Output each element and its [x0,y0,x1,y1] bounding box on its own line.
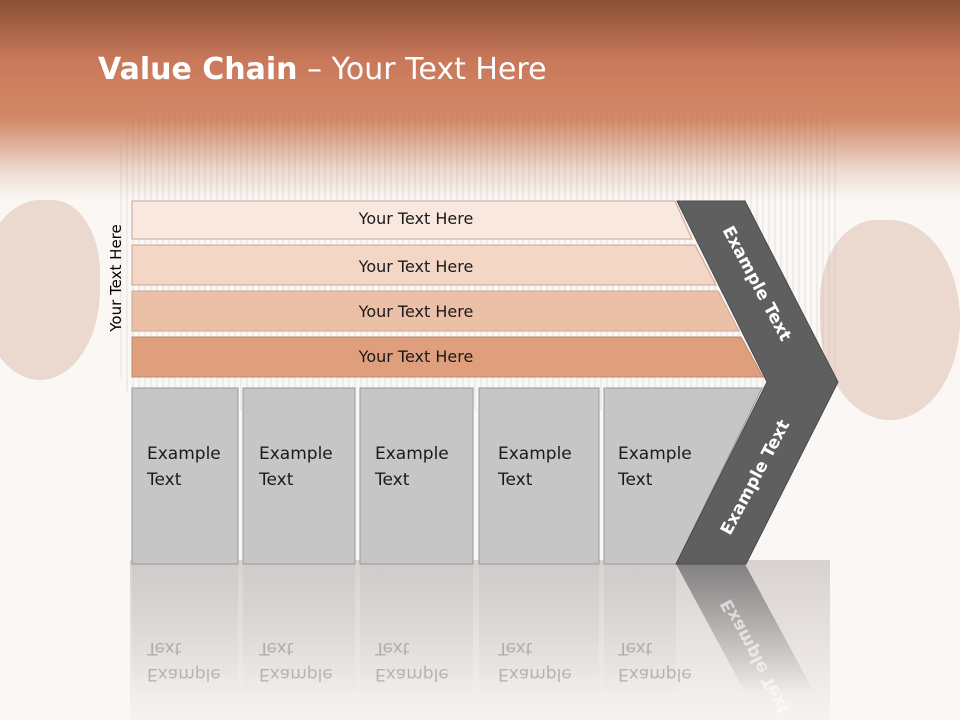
chevron-reflection [676,564,815,694]
support-bar-label-3: Your Text Here [358,302,474,321]
background-hand-left [0,200,100,380]
background-hand-right [820,220,960,420]
primary-box-1 [131,387,239,565]
primary-box-3 [359,387,474,565]
reflection-text: Example [618,664,692,684]
reflection-text: Example [498,664,572,684]
reflection-text: Text [497,638,533,658]
support-bar-label-1: Your Text Here [358,209,474,228]
support-bar-2 [131,244,717,286]
primary-box-1-line1: Example [147,444,221,464]
reflection-text: Text [258,638,294,658]
reflection-text: Example [147,664,221,684]
reflection-text: Example [375,664,449,684]
box-reflection [132,564,238,694]
box-reflection [243,564,355,694]
primary-box-4-line2: Text [497,470,533,490]
reflection-group: Example Text Example Text Example Text E… [132,564,815,717]
support-activities: Your Text Here Your Text Here Your Text … [131,200,764,378]
reflection-text: Text [146,638,182,658]
box-reflection [479,564,599,694]
primary-activities: Example Text Example Text Example Text E… [131,387,763,565]
reflection-text: Text [374,638,410,658]
primary-box-5-line1: Example [618,444,692,464]
reflection-text: Example [259,664,333,684]
support-bar-4 [131,336,764,378]
primary-box-2 [242,387,356,565]
box-reflection [360,564,473,694]
support-bar-label-2: Your Text Here [358,257,474,276]
primary-box-5-line2: Text [617,470,653,490]
primary-box-4 [478,387,600,565]
primary-box-4-line1: Example [498,444,572,464]
reflection-text: Text [617,638,653,658]
primary-box-2-line2: Text [258,470,294,490]
slide-title: Value Chain – Your Text Here [98,52,547,87]
primary-box-3-line2: Text [374,470,410,490]
box-reflection [604,564,676,694]
support-bar-1 [131,200,693,240]
primary-box-3-line1: Example [375,444,449,464]
support-bar-label-4: Your Text Here [358,347,474,366]
title-rest: – Your Text Here [297,52,547,87]
primary-box-1-line2: Text [146,470,182,490]
margin-chevron-shape [675,200,839,565]
support-bar-3 [131,290,740,332]
primary-box-2-line1: Example [259,444,333,464]
title-bold: Value Chain [98,52,298,87]
